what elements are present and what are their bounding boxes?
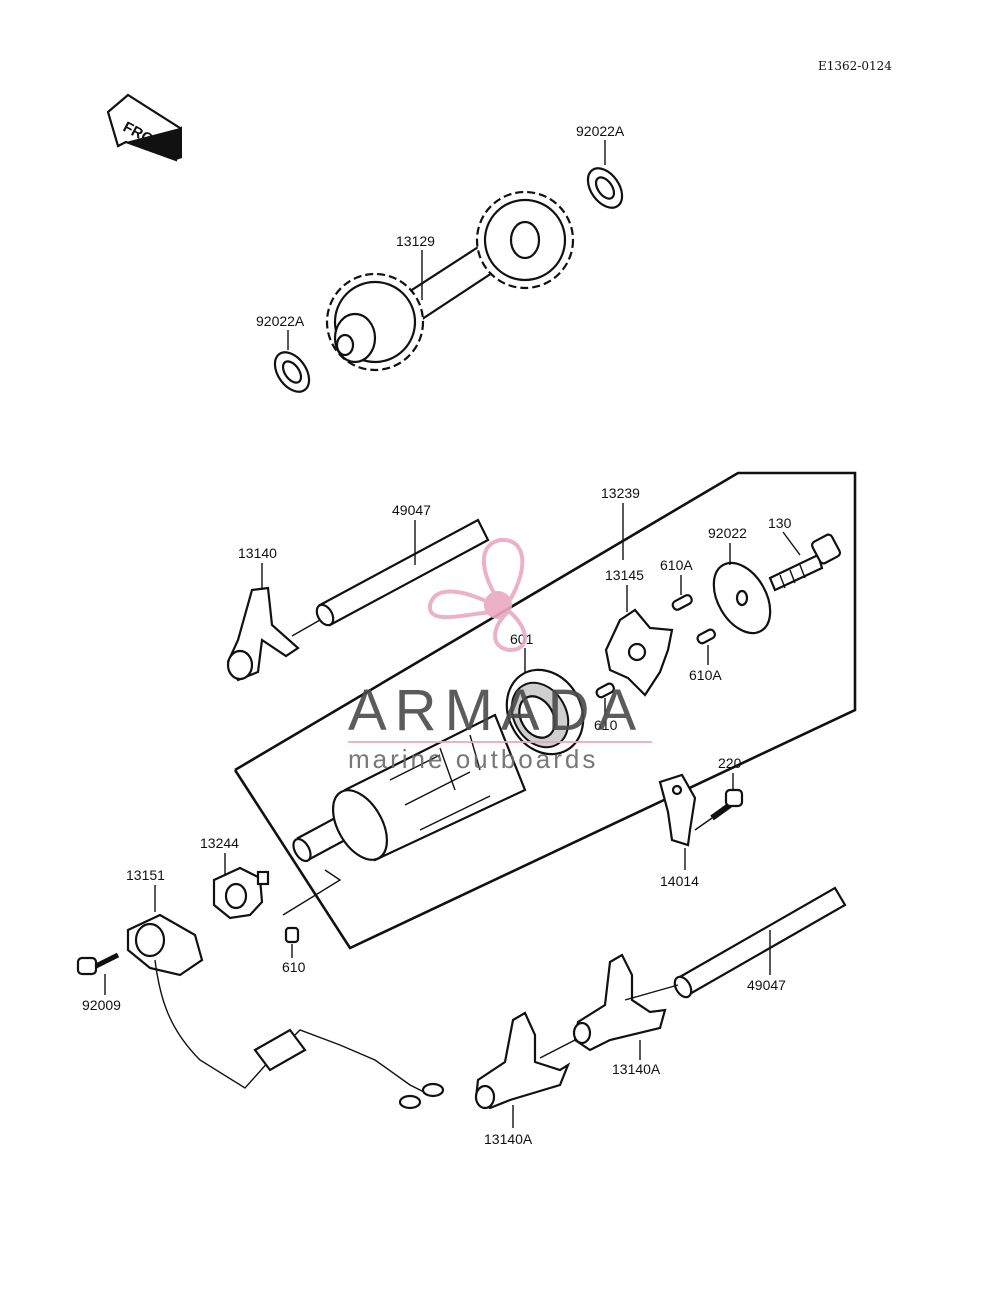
rod-49047-lower	[673, 886, 847, 999]
label-bearing: 601	[510, 631, 534, 647]
bolt-92009	[76, 952, 120, 976]
watermark: ARMADA marine outboards	[348, 537, 652, 774]
label-fork-a-right: 13140A	[612, 1061, 661, 1077]
shift-fork-13140a-left	[474, 1011, 571, 1110]
label-pin-610-low: 610	[282, 959, 306, 975]
label-bolt-top: 130	[768, 515, 792, 531]
label-bolt-92009: 92009	[82, 997, 121, 1013]
neutral-switch-13151	[126, 913, 445, 1110]
shift-drum	[292, 713, 527, 863]
star-plate-13145	[604, 608, 674, 697]
label-washer-large: 92022	[708, 525, 747, 541]
label-rod-lower: 49047	[747, 977, 786, 993]
watermark-brand: ARMADA	[348, 678, 644, 743]
label-pin-610-mid: 610	[594, 717, 618, 733]
label-fork-upper: 13140	[238, 545, 277, 561]
pin-610-low	[284, 926, 300, 944]
pin-610a-lower	[696, 628, 716, 645]
rod-49047-upper	[315, 518, 490, 627]
label-fork-a-left: 13140A	[484, 1131, 533, 1147]
label-pin-a-upper: 610A	[660, 557, 693, 573]
label-shaft-gear: 13129	[396, 233, 435, 249]
plate-14014	[658, 773, 697, 847]
propeller-logo-icon	[428, 537, 527, 653]
pin-610-mid	[595, 682, 615, 699]
bearing-601	[505, 668, 585, 756]
shaft-gear-13129	[325, 190, 575, 372]
label-washer-left: 92022A	[256, 313, 305, 329]
label-switch-13151: 13151	[126, 867, 165, 883]
shift-fork-13140a-right	[572, 953, 667, 1052]
washer-92022a-left	[273, 351, 311, 393]
label-screw-220: 220	[718, 755, 742, 771]
washer-92022a-top	[586, 167, 624, 209]
washer-92022	[712, 561, 772, 635]
front-arrow-icon: FRONT	[106, 93, 182, 162]
label-rod-upper: 49047	[392, 502, 431, 518]
label-washer-top: 92022A	[576, 123, 625, 139]
label-plate-star: 13145	[605, 567, 644, 583]
bolt-130	[768, 533, 842, 592]
watermark-tagline: marine outboards	[348, 744, 598, 774]
pin-610a-upper	[671, 594, 693, 611]
label-pin-a-lower: 610A	[689, 667, 722, 683]
assembly-frame	[233, 471, 857, 950]
cam-13244	[212, 866, 270, 920]
shift-fork-13140	[226, 586, 300, 682]
diagram-code: E1362-0124	[818, 59, 892, 73]
label-plate-14014: 14014	[660, 873, 699, 889]
label-sleeve-box: 13239	[601, 485, 640, 501]
screw-220	[710, 788, 744, 821]
label-cam-13244: 13244	[200, 835, 239, 851]
